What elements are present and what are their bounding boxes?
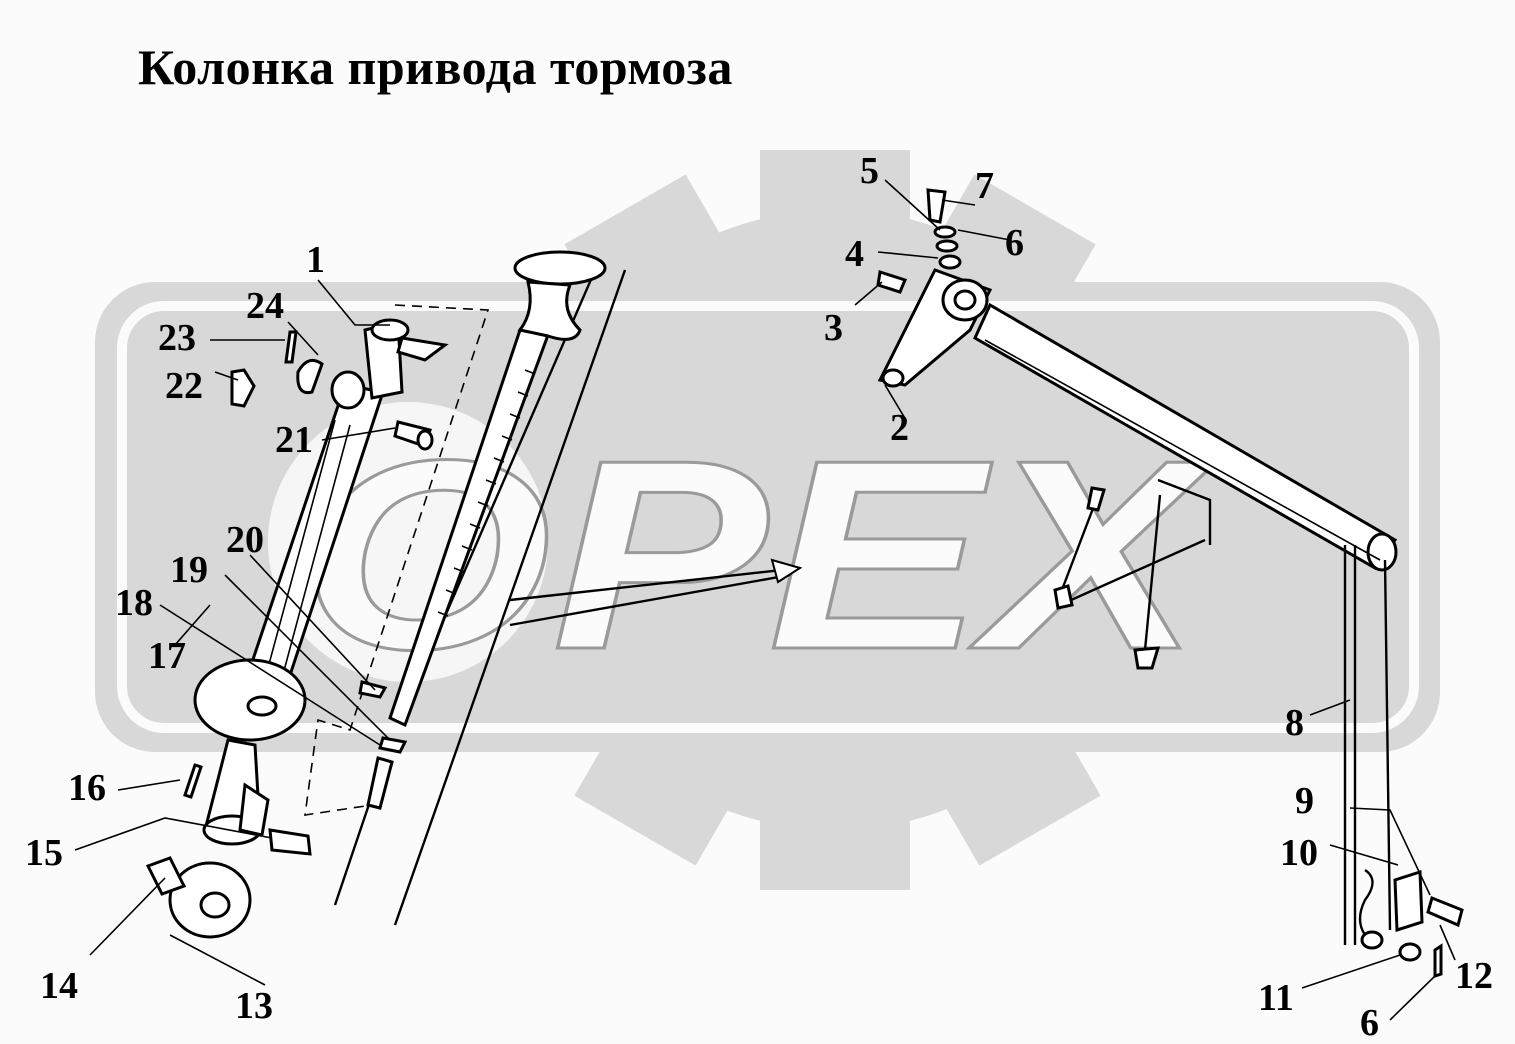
callout-13: 13	[235, 985, 273, 1027]
callout-6b: 6	[1360, 1002, 1379, 1044]
callout-7: 7	[975, 165, 994, 207]
callout-16: 16	[68, 767, 106, 809]
callout-12: 12	[1455, 955, 1493, 997]
callout-3: 3	[824, 307, 843, 349]
watermark: OPEX	[95, 150, 1440, 890]
leader-lines	[74, 179, 1456, 1021]
callout-17: 17	[148, 635, 186, 677]
callout-2: 2	[890, 407, 909, 449]
callout-9: 9	[1295, 780, 1314, 822]
callout-11: 11	[1258, 977, 1294, 1019]
callout-15: 15	[25, 832, 63, 874]
callout-10: 10	[1280, 832, 1318, 874]
callout-18: 18	[115, 582, 153, 624]
callout-24: 24	[246, 285, 284, 327]
callout-22: 22	[165, 365, 203, 407]
callout-6: 6	[1005, 222, 1024, 264]
callout-20: 20	[226, 519, 264, 561]
watermark-text: OPEX	[300, 405, 1217, 706]
callout-5: 5	[860, 150, 879, 192]
callout-19: 19	[170, 549, 208, 591]
callouts: 1 2 3 4 5 6 7 8 9 10 11 12 13 14 15 16 1…	[25, 150, 1493, 1044]
cross-shaft-assembly	[876, 188, 1464, 979]
callout-23: 23	[158, 317, 196, 359]
page-title: Колонка привода тормоза	[138, 39, 733, 95]
brake-column	[145, 250, 803, 939]
callout-1: 1	[306, 239, 325, 281]
callout-8: 8	[1285, 702, 1304, 744]
callout-4: 4	[845, 233, 864, 275]
ratchet-teeth	[437, 369, 536, 617]
callout-14: 14	[40, 965, 78, 1007]
callout-21: 21	[275, 419, 313, 461]
